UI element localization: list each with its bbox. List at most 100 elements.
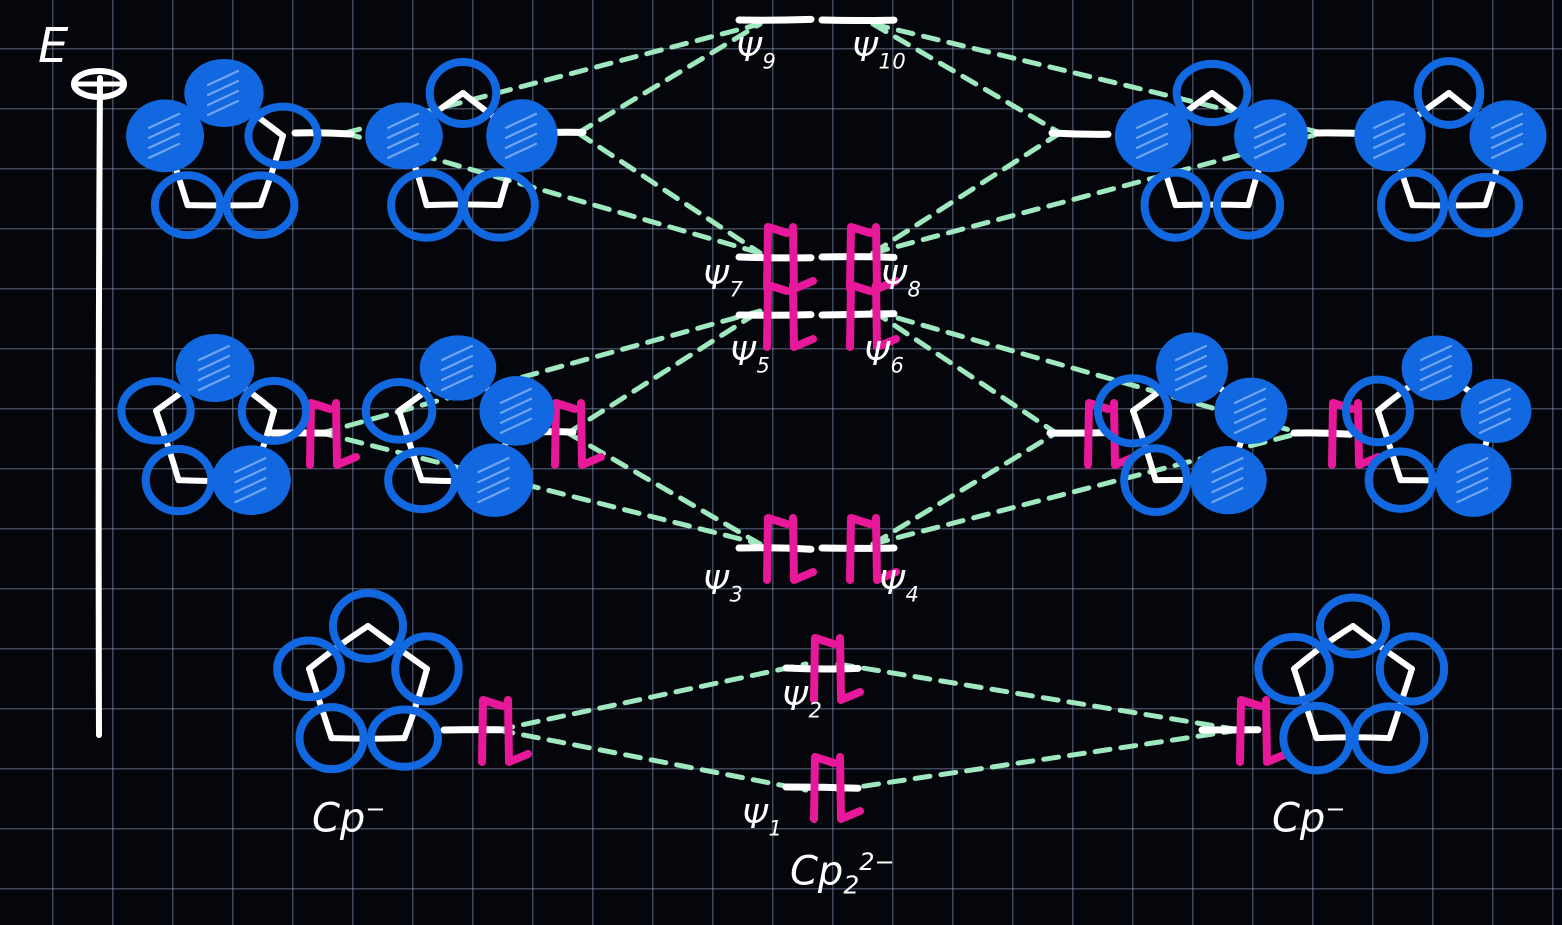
orbital-lobe-empty [328,589,408,663]
orbital-lobe-empty [1212,170,1285,240]
ring-left-anti-a [126,59,322,240]
orbital-lobe-filled [1354,100,1426,172]
orbital-lobe-empty [1413,57,1485,129]
orbital-lobe-empty [1315,593,1391,659]
correlation-line [870,21,1063,136]
orbital-lobe-empty [361,378,437,444]
ring-left-homo-a [117,334,311,516]
orbital-lobe-empty [295,703,368,774]
mo-level-psi10 [818,16,898,25]
orbital-lobe-empty [273,636,345,702]
orbital-lobe-filled [1155,332,1229,404]
correlation-line [870,130,1063,256]
correlation-line [870,130,1325,256]
correlation-line [342,130,763,256]
orbital-lobe-empty [1279,701,1354,775]
fragment-level-right-homo-b [1290,429,1354,438]
mo-level-psi3 [735,544,815,553]
orbital-lobe-empty [244,102,322,170]
orbital-lobe-empty [391,632,463,706]
orbital-lobe-filled [184,59,264,127]
orbital-lobe-empty [1342,375,1415,447]
correlation-line [495,661,809,733]
correlation-line [319,308,763,436]
orbital-lobe-filled [1214,377,1288,445]
electron-pair [763,281,817,351]
electron-pair [810,753,864,823]
orbital-lobe-filled [175,334,255,402]
orbital-lobe-empty [141,445,216,516]
correlation-line [565,308,763,436]
correlation-line [575,21,763,136]
orbital-lobe-empty [1120,444,1191,517]
correlation-line [495,727,809,793]
orbital-lobe-empty [1350,702,1429,774]
mo-level-psi6 [818,310,898,319]
ring-right-anti-a [1114,59,1308,242]
orbital-lobe-filled [455,443,534,517]
ring-right-anti-b [1354,57,1547,242]
mo-level-psi9 [735,15,815,24]
ring-right-homo-b [1342,335,1532,517]
orbital-lobe-empty [1093,374,1173,448]
orbital-lobe-empty [1254,632,1334,705]
correlation-line [870,21,1325,136]
correlation-line [575,130,763,256]
correlation-line [835,727,1243,793]
orbital-lobe-empty [384,447,459,514]
orbital-lobe-empty [117,377,195,445]
electron-pair [846,514,900,584]
orbital-lobe-filled [1190,446,1267,515]
orbital-lobe-empty [1377,168,1449,242]
orbital-lobe-filled [1401,335,1473,401]
correlation-line [342,21,763,136]
orbital-lobe-empty [425,58,501,128]
mo-level-psi1 [782,783,862,792]
correlation-line [319,430,763,547]
orbital-lobe-empty [237,376,311,445]
ring-right-lumo [1254,593,1449,775]
mo-level-psi8 [818,253,898,261]
orbital-lobe-empty [150,171,225,240]
ring-left-anti-b [365,58,558,242]
fragment-level-left-anti-a [291,129,355,138]
orbital-lobe-filled [1469,100,1547,172]
orbital-lobe-empty [1447,172,1523,238]
orbital-lobe-filled [419,335,497,401]
orbital-lobe-filled [365,102,443,170]
correlation-line [565,430,763,547]
ring-right-homo-a [1093,332,1288,517]
fragment-level-right-homo-a [1046,429,1110,437]
electron-pair [551,399,605,469]
correlation-line [870,308,1059,436]
mo-level-psi7 [735,253,815,262]
orbital-lobe-filled [1435,443,1512,517]
electron-pair [1236,696,1290,766]
electron-pair [763,514,817,584]
orbital-lobe-filled [1460,378,1532,443]
orbital-lobe-empty [222,171,299,239]
orbital-lobe-filled [212,445,291,515]
electron-pair [478,696,532,766]
fragment-level-right-anti-a [1048,129,1112,138]
orbital-lobe-empty [1140,168,1211,242]
orbital-lobe-empty [366,705,442,771]
orbital-lobe-filled [1234,99,1308,173]
orbital-lobe-filled [126,99,205,173]
ring-left-homo-b [361,335,555,517]
orbital-lobe-empty [1375,632,1449,706]
electron-pair [306,399,360,469]
mo-level-psi5 [735,311,815,319]
mo-level-psi2 [782,664,862,673]
correlation-line [870,430,1059,547]
ring-left-lumo [273,589,463,774]
orbital-lobe-empty [1364,447,1437,513]
electron-pair [810,634,864,704]
orbital-lobe-filled [486,99,558,173]
electron-pair [846,281,900,351]
orbital-lobe-filled [479,376,555,446]
orbital-lobe-filled [1114,99,1192,173]
correlation-line [835,661,1243,733]
